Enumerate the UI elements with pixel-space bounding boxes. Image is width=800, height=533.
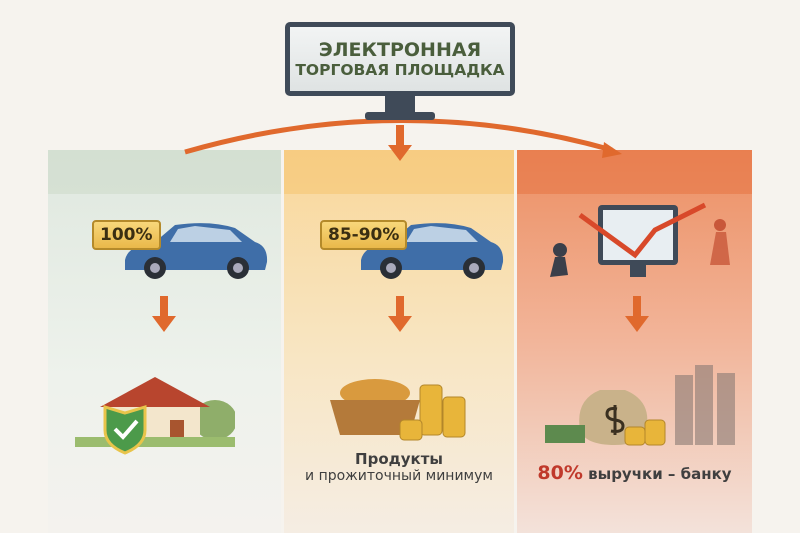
bank-share-text: выручки – банку [588,465,732,483]
down-arrow-icon [625,296,649,332]
caption-line1: Продукты [355,450,443,468]
house-shield-icon [75,377,235,455]
trading-platform-monitor: ЭЛЕКТРОННАЯ ТОРГОВАЯ ПЛОЩАДКА [285,22,515,96]
column-full-value [48,150,281,533]
food-basket-coins-icon [330,379,466,441]
bank-share-percent: 80% [537,462,583,484]
down-arrow-icon [152,296,176,332]
car-icon [361,223,504,279]
car-icon [125,223,268,279]
debtor-fleeing-chart-icon [550,202,730,277]
price-badge: 85-90% [320,220,408,250]
monitor-base [365,112,435,120]
platform-title-line2: ТОРГОВАЯ ПЛОЩАДКА [295,61,505,79]
money-bag-bank-icon [545,365,735,446]
caption-products: Продукты и прожиточный минимум [284,450,514,484]
platform-title-line1: ЭЛЕКТРОННАЯ [318,39,482,61]
down-arrow-icon [388,125,412,161]
caption-line2: и прожиточный минимум [305,468,493,484]
price-badge: 100% [92,220,161,250]
caption-bank-share: 80% выручки – банку [517,462,752,484]
down-arrow-icon [388,296,412,332]
monitor-stand [385,96,415,114]
